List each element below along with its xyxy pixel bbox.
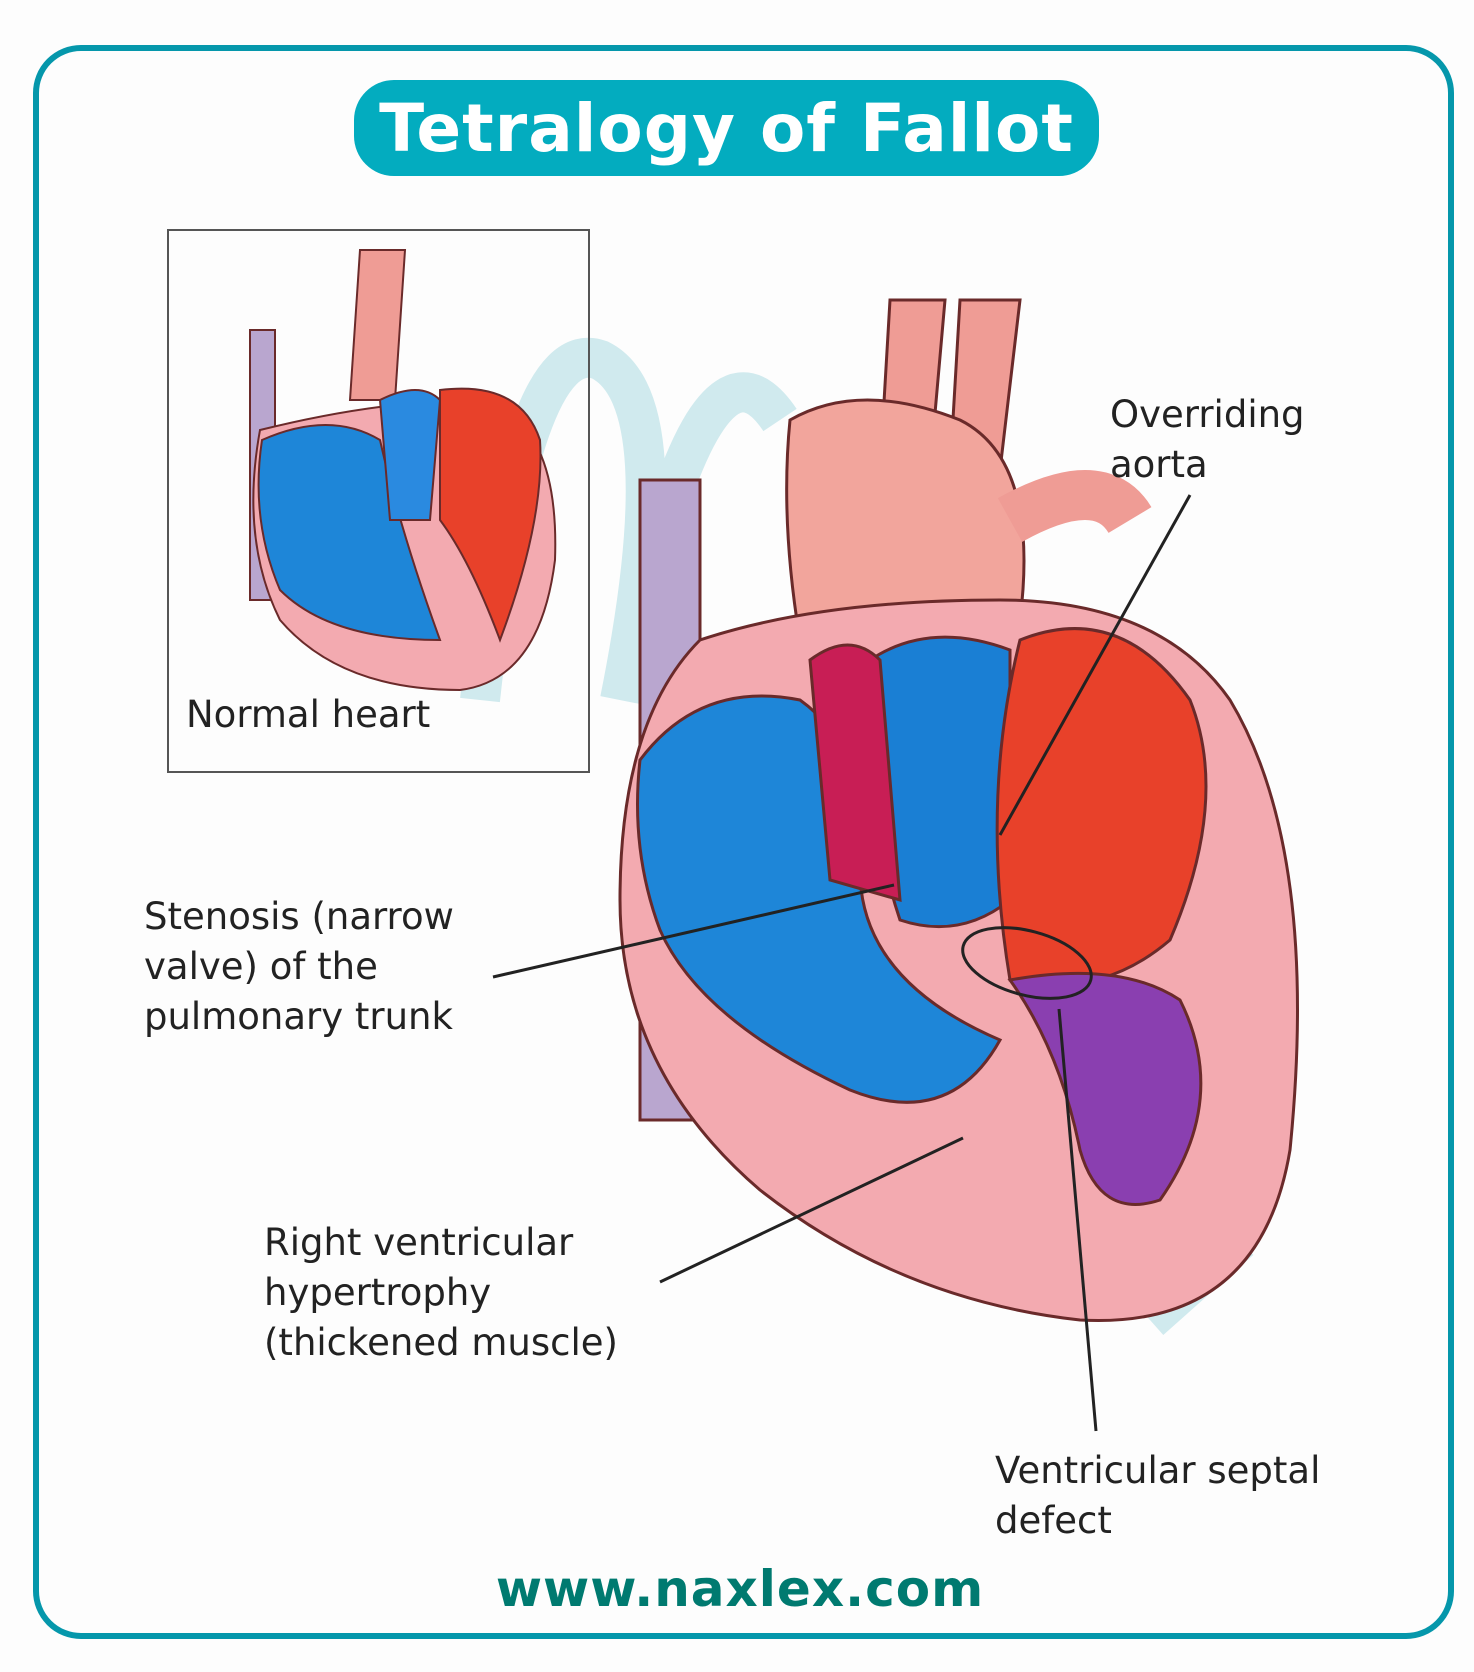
label-line: Overriding (1110, 393, 1305, 436)
label-ventricular-septal-defect: Ventricular septal defect (995, 1446, 1320, 1546)
normal-heart-illustration (249, 249, 557, 692)
label-right-ventricular-hypertrophy: Right ventricular hypertrophy (thickened… (264, 1218, 618, 1368)
label-line: aorta (1110, 443, 1208, 486)
leader-lines (492, 494, 1192, 1432)
label-line: hypertrophy (264, 1271, 492, 1314)
leader-line-vsd (1057, 1008, 1098, 1432)
normal-heart-inset (167, 229, 590, 773)
label-line: valve) of the (144, 945, 378, 988)
leader-line-overriding-aorta (998, 494, 1192, 836)
label-line: (thickened muscle) (264, 1321, 618, 1364)
label-line: pulmonary trunk (144, 995, 453, 1038)
main-heart (618, 298, 1299, 1323)
label-line: Stenosis (narrow (144, 895, 454, 938)
label-overriding-aorta: Overriding aorta (1110, 390, 1305, 490)
label-stenosis: Stenosis (narrow valve) of the pulmonary… (144, 892, 454, 1042)
leader-line-rvh (659, 1136, 964, 1284)
diagram-title: Tetralogy of Fallot (354, 80, 1099, 176)
label-line: defect (995, 1499, 1112, 1542)
label-line: Right ventricular (264, 1221, 574, 1264)
normal-heart-label: Normal heart (186, 693, 431, 736)
footer-website: www.naxlex.com (495, 1560, 985, 1618)
leader-line-stenosis (492, 883, 895, 979)
label-line: Ventricular septal (995, 1449, 1321, 1492)
